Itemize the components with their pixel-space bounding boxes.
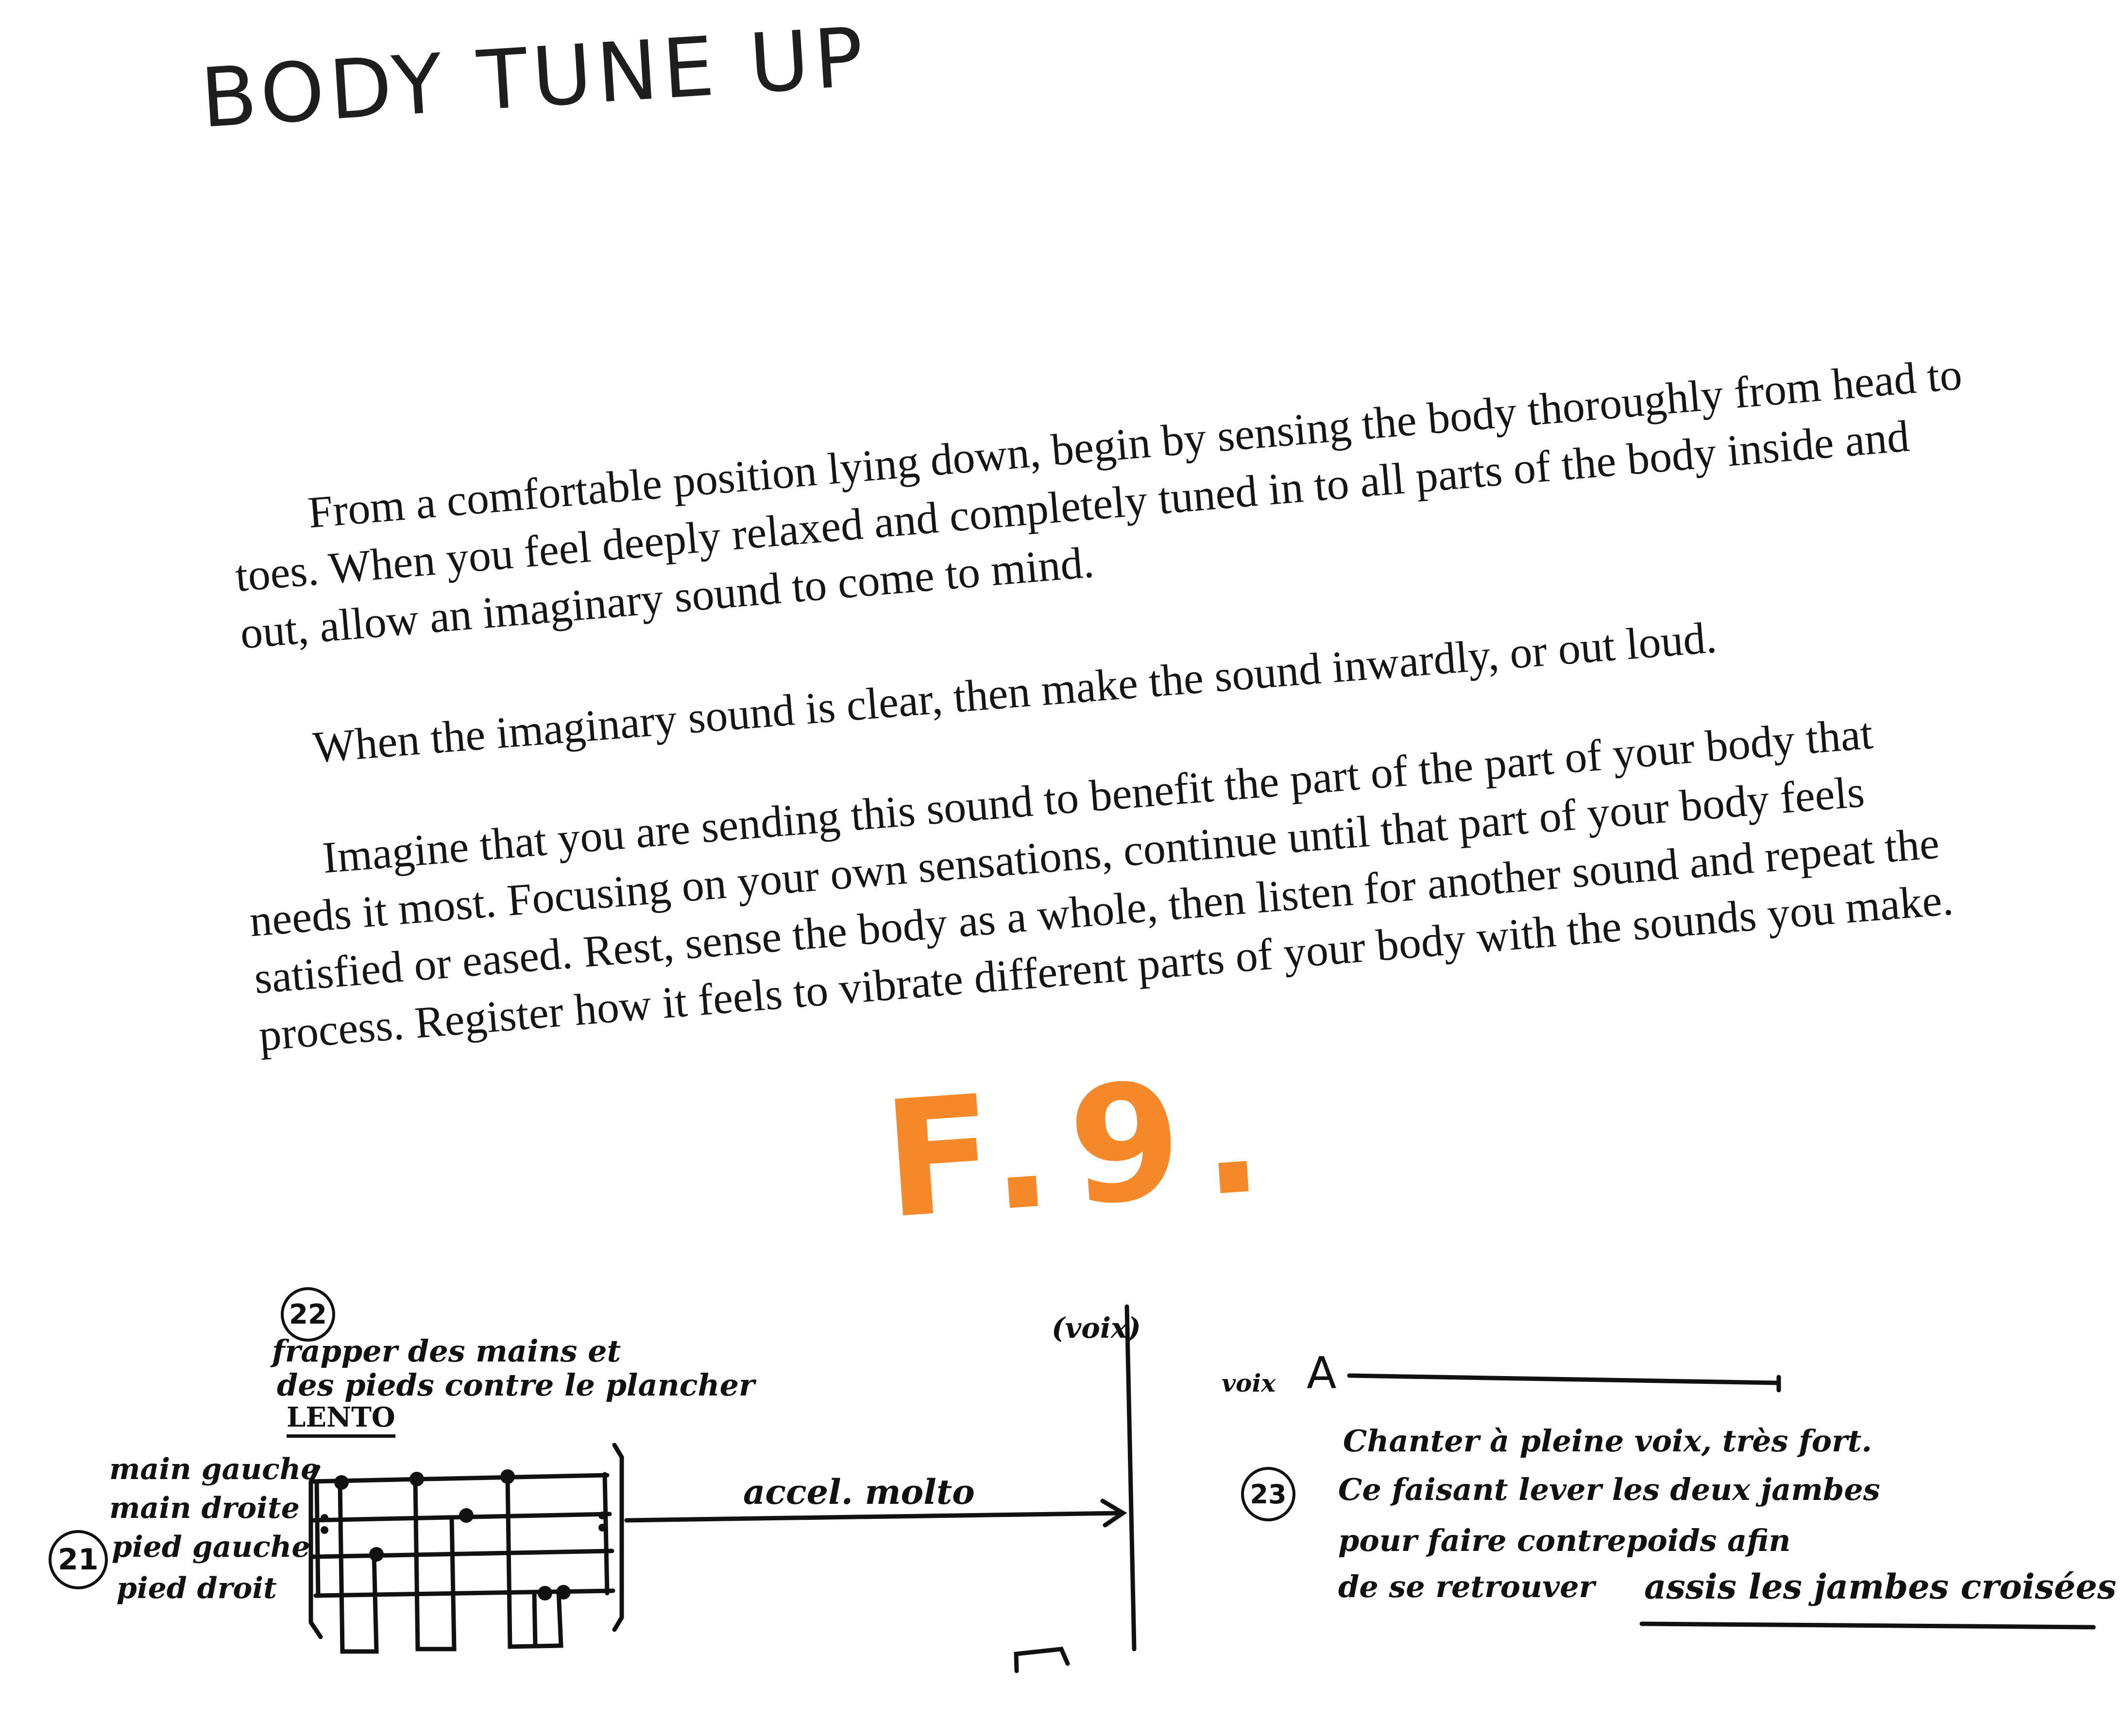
staff-label-pied-gauche: pied gauche xyxy=(112,1530,310,1564)
staff-label-main-droite: main droite xyxy=(109,1491,300,1525)
step-23-instruction-line: de se retrouver xyxy=(1338,1569,1595,1604)
note-heads xyxy=(321,1469,606,1600)
voice-label: voix xyxy=(1222,1369,1276,1397)
step-23-instruction-line: Chanter à pleine voix, très fort. xyxy=(1343,1423,1872,1459)
step-22-instruction-line: frapper des mains et xyxy=(272,1333,621,1369)
accel-molto-marking: accel. molto xyxy=(743,1472,975,1512)
right-bracket xyxy=(612,1443,624,1632)
step-21-circle: 21 xyxy=(49,1530,108,1589)
step-23-instruction-line: Ce faisant lever les deux jambes xyxy=(1338,1472,1880,1507)
staff-label-pied-droit: pied droit xyxy=(117,1571,277,1605)
underlined-instruction: assis les jambes croisées xyxy=(1644,1566,2117,1607)
left-bracket xyxy=(308,1464,323,1639)
step-23-circle: 23 xyxy=(1241,1467,1295,1521)
voice-note: A xyxy=(1307,1348,1337,1399)
step-22-instruction-line: des pieds contre le plancher xyxy=(277,1367,755,1403)
staff-label-main-gauche: main gauche xyxy=(109,1452,320,1486)
voice-marker: (voix) xyxy=(1052,1311,1141,1345)
tempo-marking: LENTO xyxy=(287,1401,395,1438)
step-22-circle: 22 xyxy=(281,1287,335,1342)
step-23-instruction-line: pour faire contrepoids afin xyxy=(1338,1523,1791,1558)
